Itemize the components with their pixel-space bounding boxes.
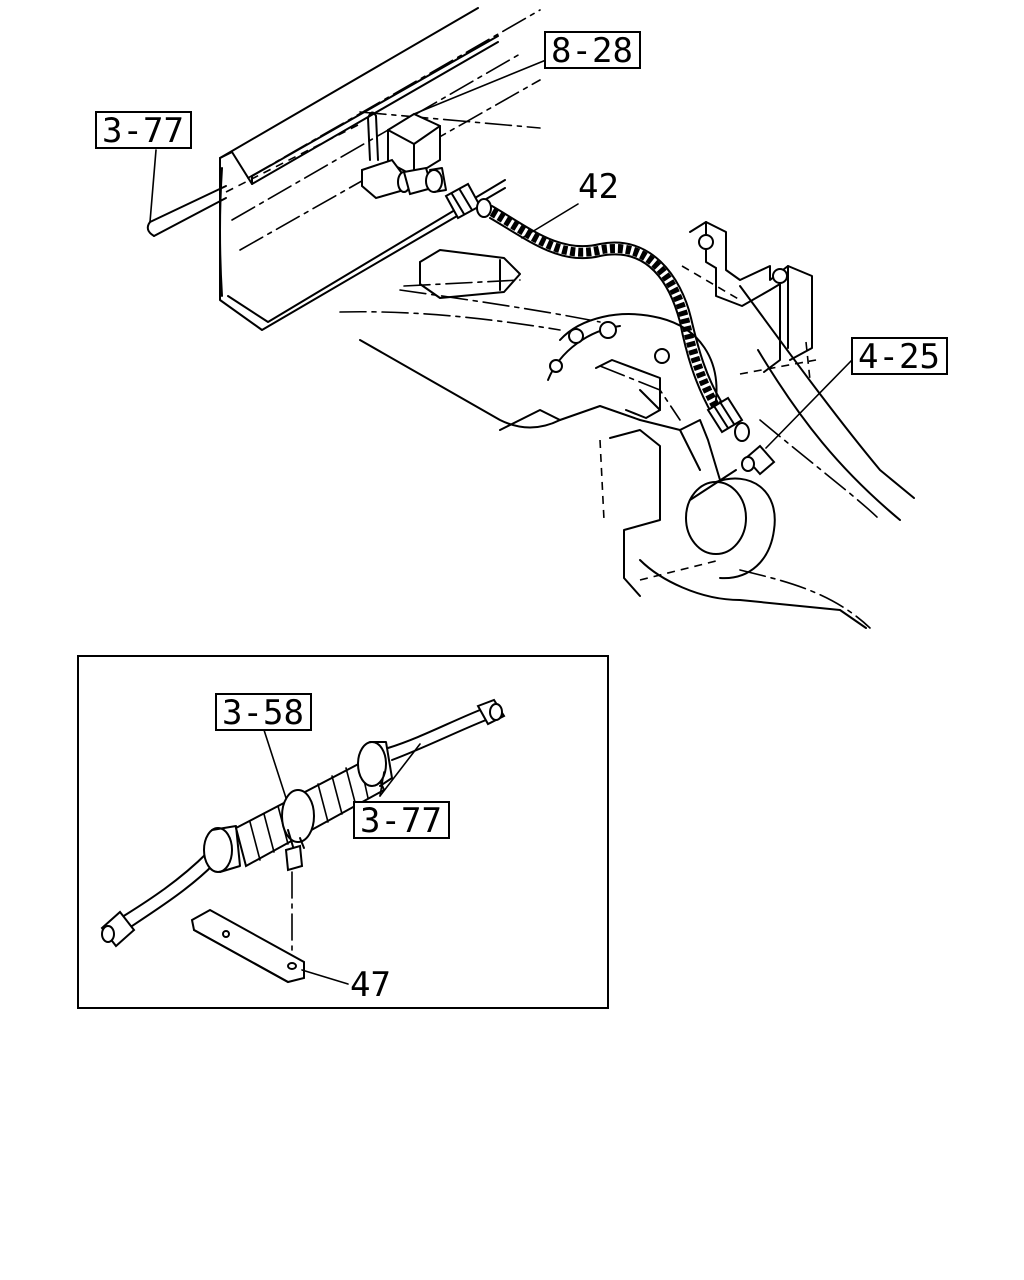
callout-42-text: 42: [578, 167, 619, 207]
frame-rail: [219, 7, 541, 331]
callout-3-58: 3-58: [215, 693, 312, 733]
callout-8-28-text: 8-28: [551, 31, 633, 71]
callout-4-25: 4-25: [851, 337, 948, 377]
callout-8-28: 8-28: [544, 31, 641, 71]
callout-3-77-top: 3-77: [95, 111, 192, 151]
callout-3-77-inset-text: 3-77: [360, 801, 442, 841]
callout-3-77-inset: 3-77: [353, 801, 450, 841]
callout-47: 47: [350, 965, 391, 1005]
callout-47-text: 47: [350, 965, 391, 1005]
callout-3-77-top-text: 3-77: [102, 111, 184, 151]
brake-pipe-3-77: [146, 123, 361, 237]
callout-3-58-text: 3-58: [222, 693, 304, 733]
brake-hose-42: [444, 182, 750, 442]
callout-4-25-text: 4-25: [858, 337, 940, 377]
junction-block: [361, 111, 447, 200]
inset-detail: 3-58 3-77 47: [77, 655, 609, 1009]
leader-lines: [149, 59, 853, 449]
callout-42: 42: [578, 167, 619, 207]
axle-housing: [339, 221, 915, 629]
